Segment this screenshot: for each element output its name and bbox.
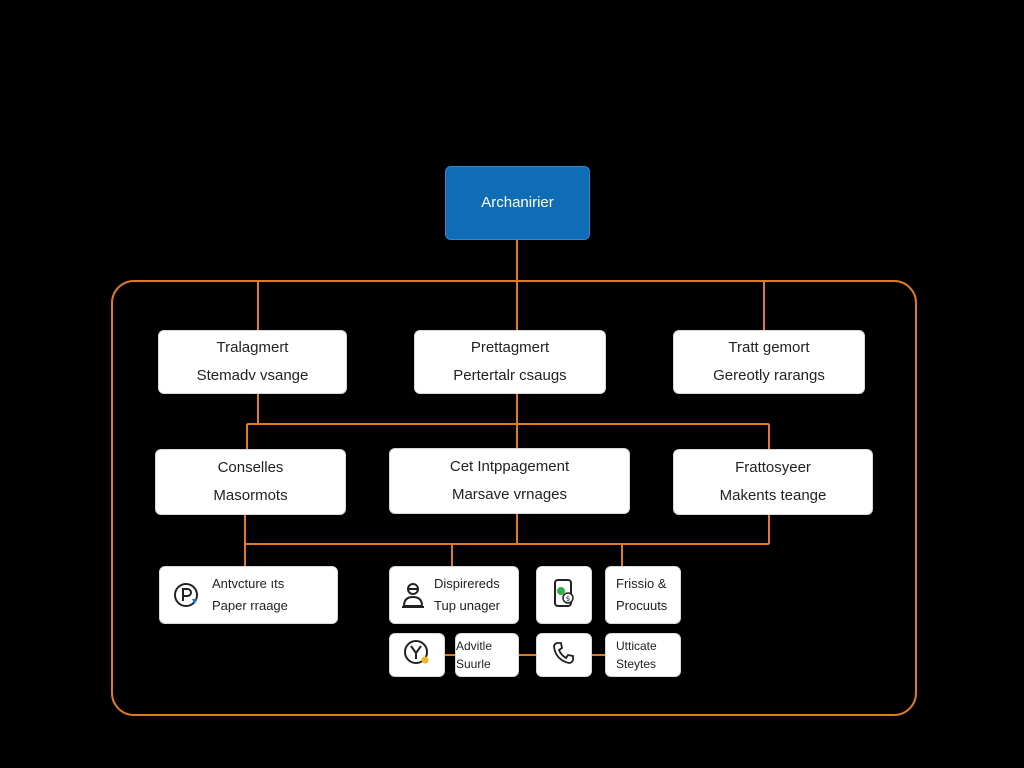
node-title: Prettagmert	[470, 339, 550, 356]
tile-line1: Antvcture ıts	[212, 576, 285, 591]
level1-node-left[interactable]: Tralagmert Stemadv vsange	[158, 330, 347, 394]
svg-text:$: $	[566, 595, 570, 603]
node-title: Frattosyeer	[735, 459, 811, 476]
level1-node-center[interactable]: Prettagmert Pertertalr csaugs	[414, 330, 606, 394]
tile-line2: Steytes	[616, 657, 657, 671]
level3-tile-f[interactable]: Advitle Suurle	[455, 633, 519, 677]
level3-tile-a[interactable]: Antvcture ıts Paper rraage	[159, 566, 338, 624]
level2-node-right[interactable]: Frattosyeer Makents teange	[673, 449, 873, 515]
tile-line1: Dispirereds	[434, 576, 500, 591]
node-title: Cet Intppagement	[449, 458, 570, 475]
person-icon	[396, 578, 430, 612]
node-title: Tratt gemort	[728, 339, 810, 356]
node-subtitle: Marsave vrnages	[451, 486, 568, 503]
level3-tile-g[interactable]	[536, 633, 592, 677]
node-subtitle: Pertertalr csaugs	[453, 367, 567, 384]
level3-tile-c[interactable]: $	[536, 566, 592, 624]
node-title: Conselles	[217, 459, 284, 476]
parking-icon	[170, 578, 204, 612]
root-label: Archanirier	[481, 194, 554, 211]
level2-node-left[interactable]: Conselles Masormots	[155, 449, 346, 515]
phone-icon	[551, 640, 577, 671]
node-subtitle: Gereotly rarangs	[713, 367, 825, 384]
circle-y-icon	[402, 638, 432, 673]
tile-line1: Advitle	[456, 639, 493, 653]
tile-line2: Tup unager	[434, 598, 501, 613]
level2-node-center[interactable]: Cet Intppagement Marsave vrnages	[389, 448, 630, 514]
tile-line2: Suurle	[456, 657, 491, 671]
node-subtitle: Makents teange	[719, 487, 827, 504]
tile-line2: Procuuts	[616, 598, 668, 613]
phone-chat-icon: $	[549, 577, 579, 614]
level3-tile-d[interactable]: Frissio & Procuuts	[605, 566, 681, 624]
level3-tile-h[interactable]: Utticate Steytes	[605, 633, 681, 677]
root-node[interactable]: Archanirier	[445, 166, 590, 240]
tile-line1: Frissio &	[616, 576, 667, 591]
node-subtitle: Masormots	[213, 487, 288, 504]
node-subtitle: Stemadv vsange	[196, 367, 309, 384]
tile-line1: Utticate	[616, 639, 657, 653]
level3-tile-e[interactable]	[389, 633, 445, 677]
level1-node-right[interactable]: Tratt gemort Gereotly rarangs	[673, 330, 865, 394]
node-title: Tralagmert	[216, 339, 289, 356]
tile-line2: Paper rraage	[212, 598, 288, 613]
level3-tile-b[interactable]: Dispirereds Tup unager	[389, 566, 519, 624]
